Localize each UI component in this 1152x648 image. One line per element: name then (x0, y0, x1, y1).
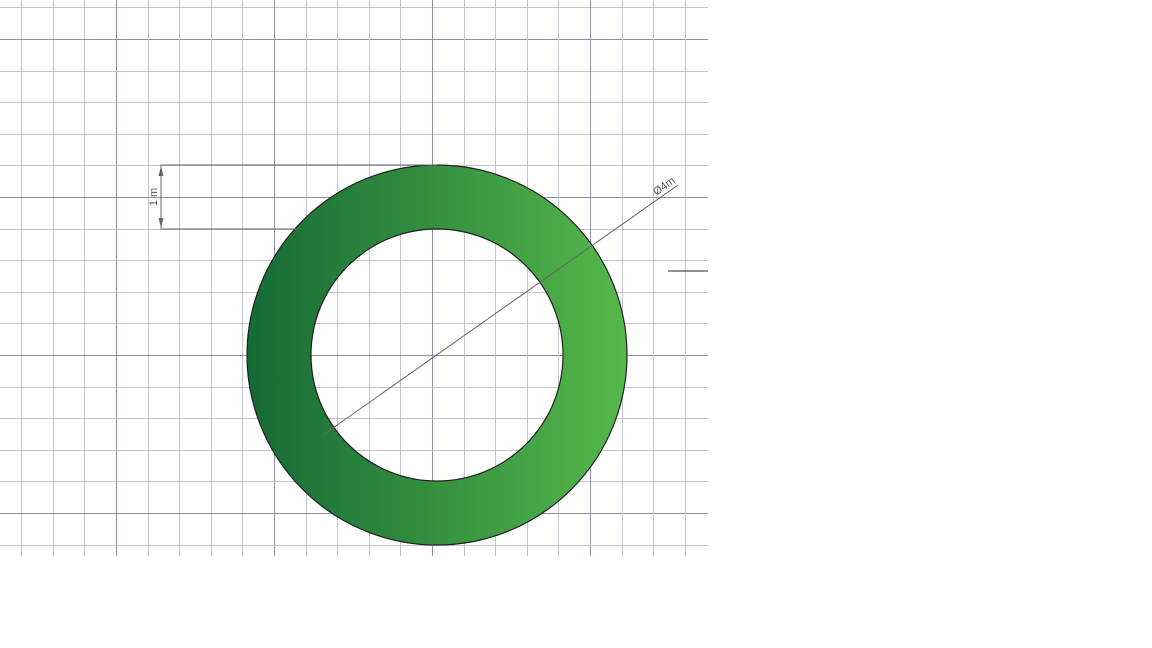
diameter-dimension[interactable] (322, 184, 685, 436)
annulus-shape[interactable] (246, 164, 628, 546)
arrow-head-top-icon (158, 166, 164, 176)
thickness-label: 1 m (148, 188, 160, 206)
thickness-dimension[interactable] (158, 164, 438, 230)
arrow-head-bottom-icon (158, 218, 164, 228)
diameter-line (322, 184, 679, 436)
